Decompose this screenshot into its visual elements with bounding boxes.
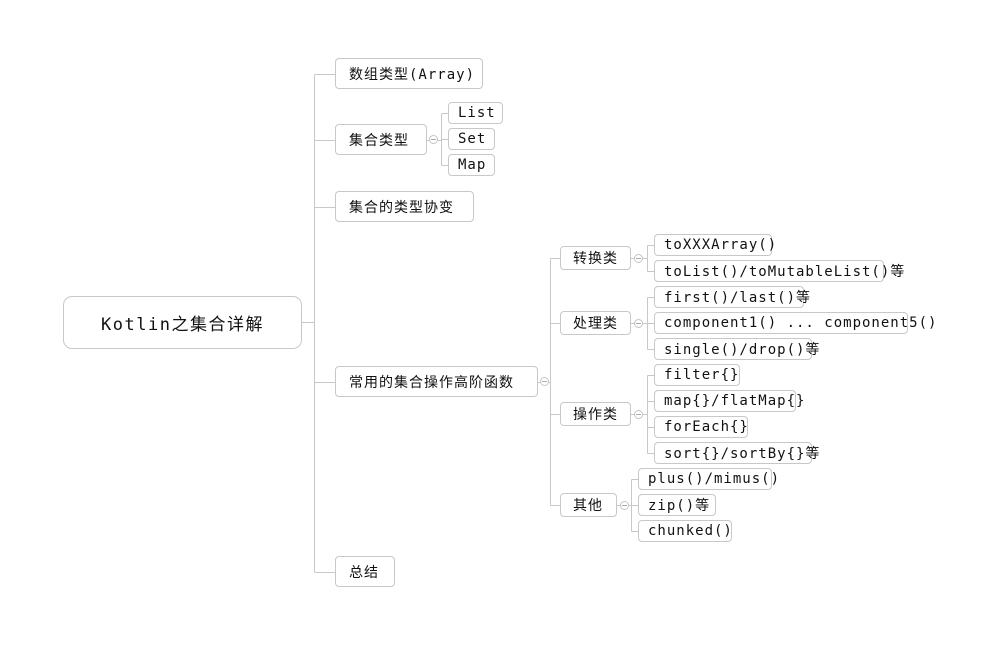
leaf-set[interactable]: Set	[448, 128, 495, 150]
leaf-zip[interactable]: zip()等	[638, 494, 716, 516]
leaf-sort-sortby[interactable]: sort{}/sortBy{}等	[654, 442, 819, 464]
category-other[interactable]: 其他	[560, 493, 617, 517]
category-conversion[interactable]: 转换类	[560, 246, 631, 270]
collapse-toggle-higher-order-functions[interactable]	[540, 377, 549, 386]
leaf-foreach[interactable]: forEach{}	[654, 416, 748, 438]
leaf-map[interactable]: Map	[448, 154, 495, 176]
leaf-to-list[interactable]: toList()/toMutableList()等	[654, 260, 904, 282]
collapse-toggle-processing[interactable]	[634, 319, 643, 328]
collapse-toggle-operation[interactable]	[634, 410, 643, 419]
collapse-toggle-collection-types[interactable]	[429, 135, 438, 144]
leaf-chunked[interactable]: chunked()	[638, 520, 732, 542]
leaf-to-xxx-array[interactable]: toXXXArray()	[654, 234, 776, 256]
branch-array-type[interactable]: 数组类型(Array)	[335, 58, 483, 89]
leaf-list[interactable]: List	[448, 102, 503, 124]
leaf-single-drop[interactable]: single()/drop()等	[654, 338, 819, 360]
leaf-filter[interactable]: filter{}	[654, 364, 740, 386]
leaf-map-flatmap[interactable]: map{}/flatMap{}	[654, 390, 804, 412]
leaf-component[interactable]: component1() ... component5()	[654, 312, 936, 334]
branch-type-covariance[interactable]: 集合的类型协变	[335, 191, 474, 222]
branch-collection-types[interactable]: 集合类型	[335, 124, 427, 155]
leaf-first-last[interactable]: first()/last()等	[654, 286, 810, 308]
collapse-toggle-other[interactable]	[620, 501, 629, 510]
root-node[interactable]: Kotlin之集合详解	[63, 296, 302, 349]
branch-summary[interactable]: 总结	[335, 556, 395, 587]
branch-higher-order-functions[interactable]: 常用的集合操作高阶函数	[335, 366, 538, 397]
category-operation[interactable]: 操作类	[560, 402, 631, 426]
collapse-toggle-conversion[interactable]	[634, 254, 643, 263]
leaf-plus-mimus[interactable]: plus()/mimus()	[638, 468, 779, 490]
category-processing[interactable]: 处理类	[560, 311, 631, 335]
